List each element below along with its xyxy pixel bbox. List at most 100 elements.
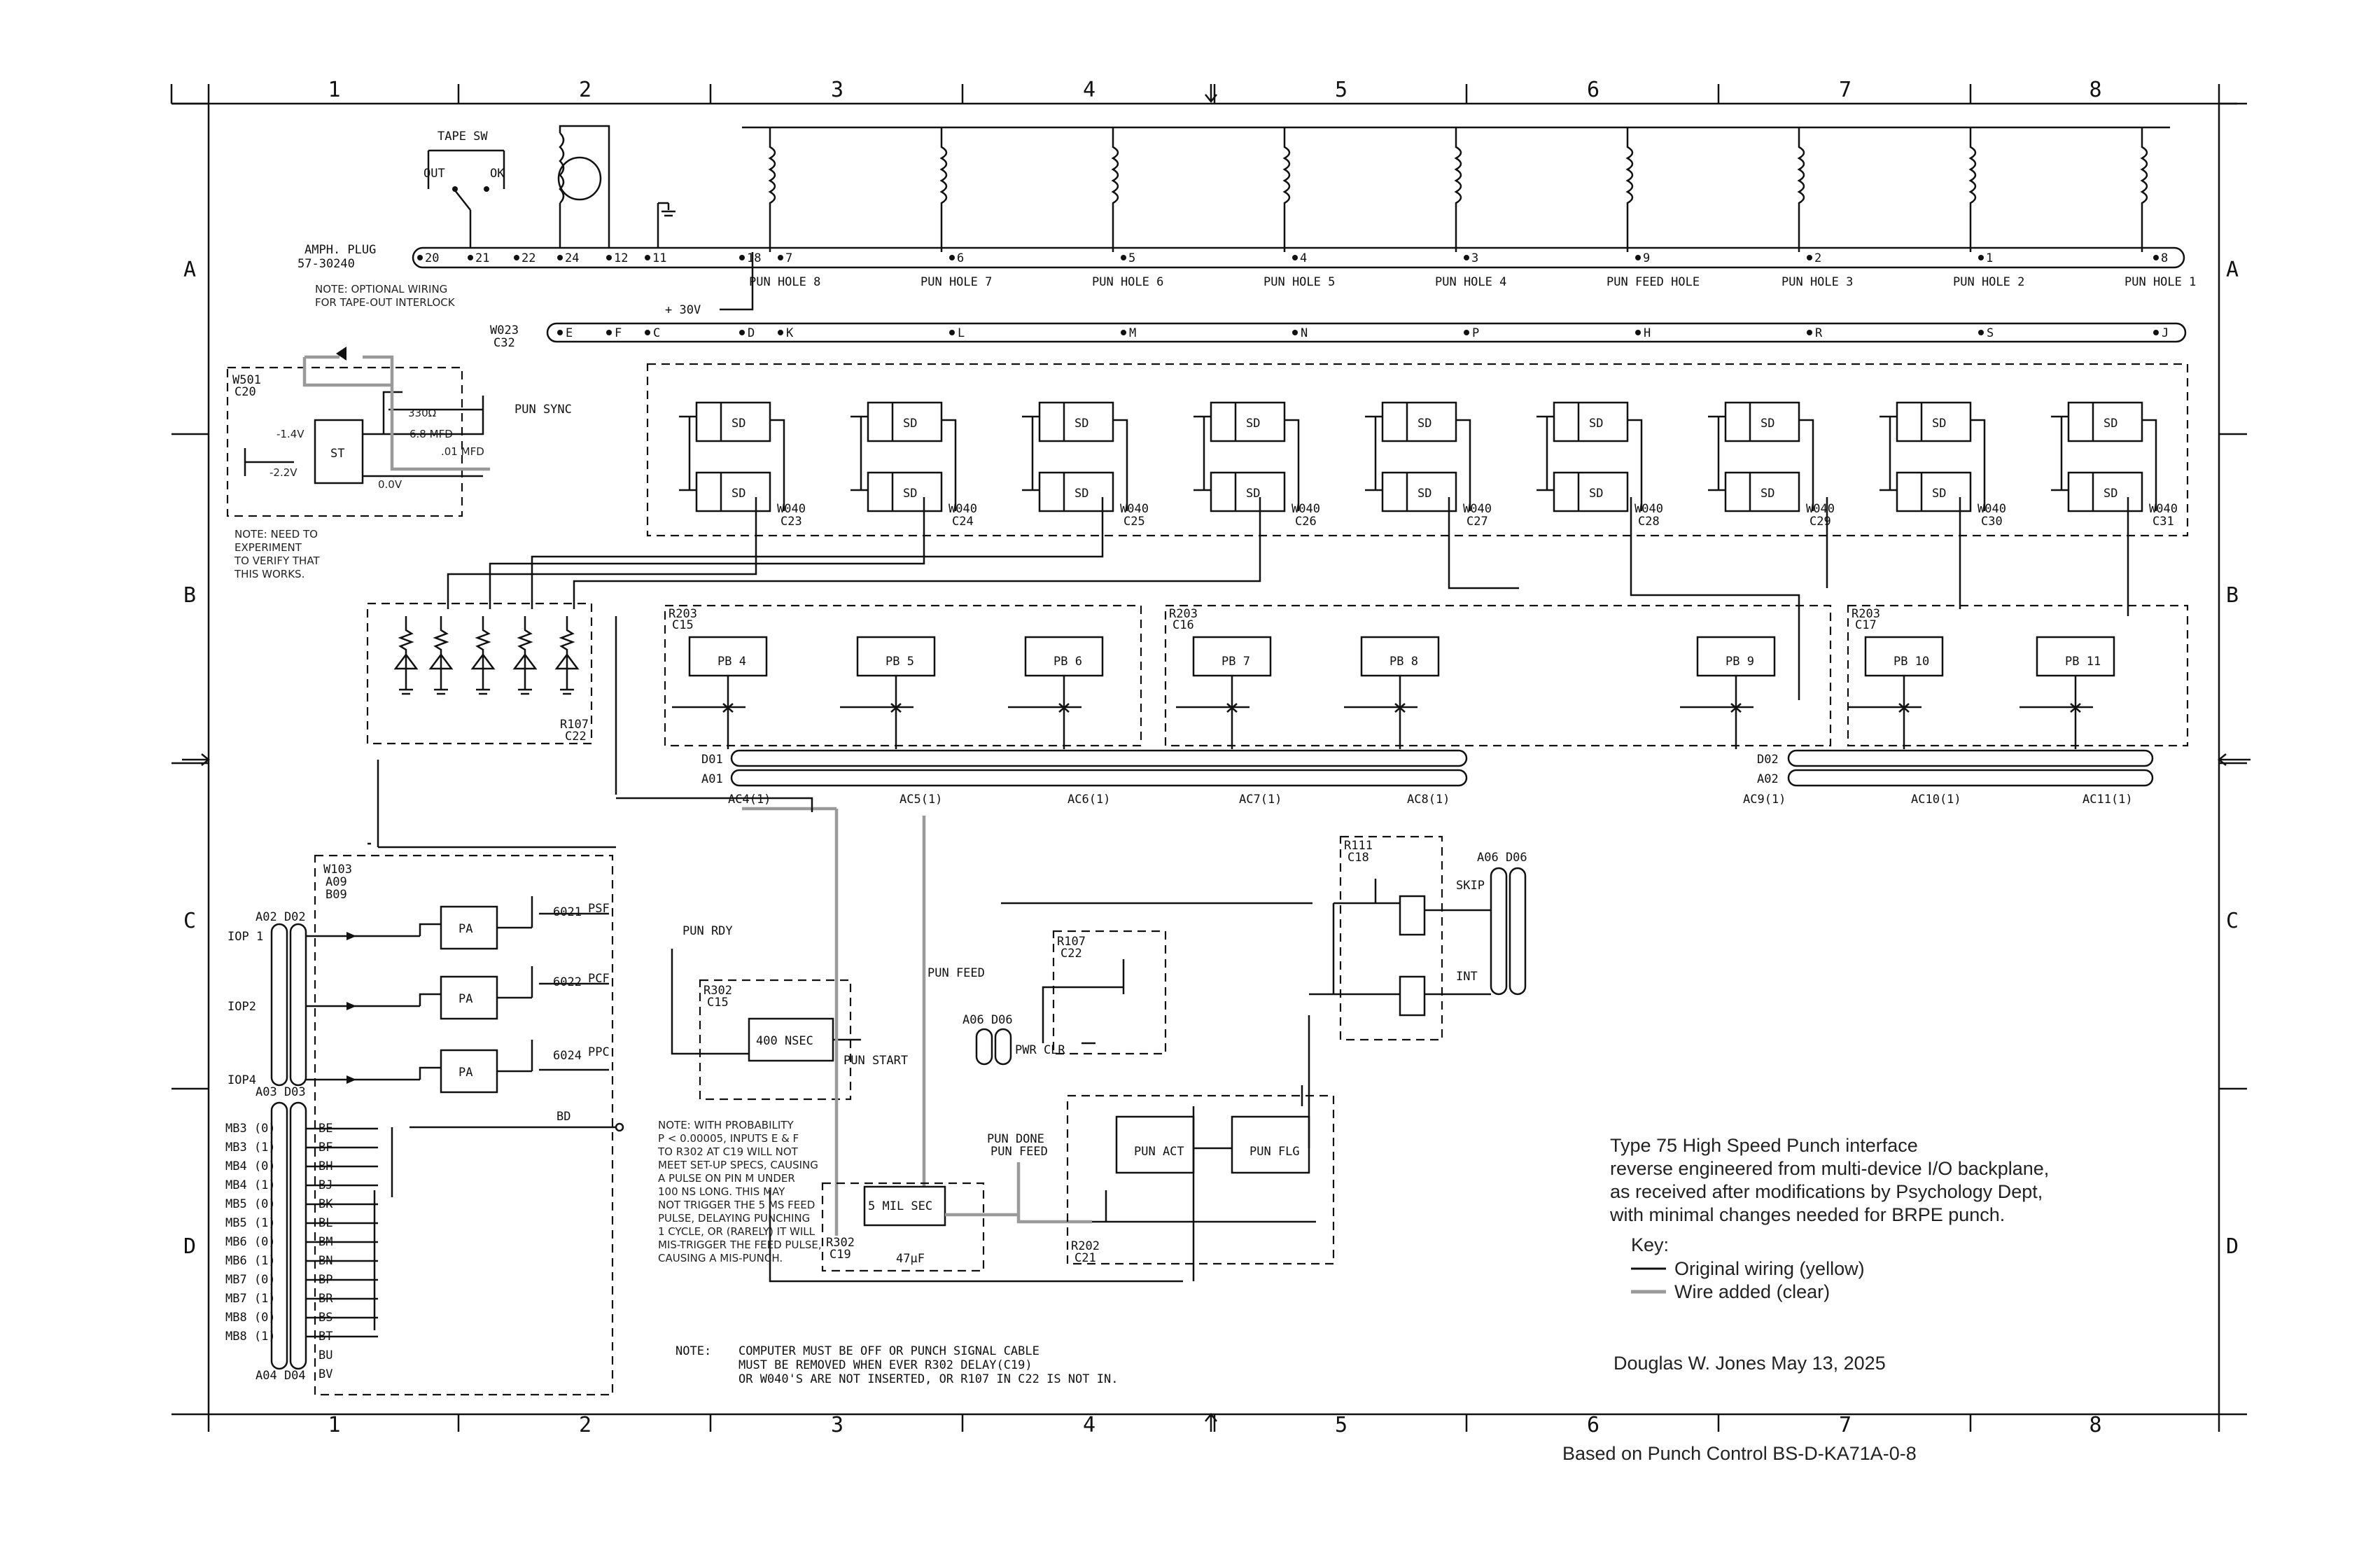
plus-30v-label: + 30V — [665, 303, 701, 317]
ac-label-4: AC8(1) — [1407, 793, 1450, 807]
lower-pin-E: E — [566, 326, 573, 340]
lower-pin-J: J — [2162, 326, 2169, 340]
mb-row-9: MB7 (1) — [225, 1292, 276, 1306]
w040-name: W040 — [1977, 502, 2006, 516]
svg-text:MUST BE REMOVED WHEN EVER R302: MUST BE REMOVED WHEN EVER R302 DELAY(C19… — [738, 1358, 1032, 1372]
r203-c15-region — [664, 604, 1142, 747]
cap-label: 47μF — [896, 1252, 925, 1266]
w040-slot: C31 — [2152, 515, 2174, 529]
zone-row-left-A: A — [183, 258, 196, 282]
plug-pin-24: 24 — [565, 251, 579, 265]
prob-note-line-5: 100 NS LONG. THIS MAY — [658, 1185, 785, 1198]
ac-label-6: AC10(1) — [1911, 793, 1961, 807]
plug-pin-21: 21 — [475, 251, 489, 265]
pb-label: PB 4 — [718, 655, 746, 669]
pun-feed-label: PUN FEED — [927, 966, 985, 980]
r107-c22-block: R107 C22 — [366, 602, 593, 745]
w040-name: W040 — [1634, 502, 1663, 516]
prob-note-line-8: 1 CYCLE, OR (RARELY) IT WILL — [658, 1225, 816, 1238]
mb-row-5: MB5 (1) — [225, 1216, 276, 1230]
zone-row-left-C: C — [183, 909, 196, 933]
hole-label-1: PUN HOLE 7 — [920, 275, 992, 289]
pa-label: PA — [458, 922, 472, 936]
w040-slot: C24 — [952, 515, 974, 529]
gate-icon — [2070, 703, 2081, 713]
zone-col-top-1: 1 — [328, 78, 341, 102]
punch-coil-1 — [939, 127, 948, 252]
zone-col-top-6: 6 — [1587, 78, 1600, 102]
w103-a: A09 — [326, 875, 347, 889]
a06-label: A06 D06 — [962, 1013, 1013, 1027]
nsec-label: 400 NSEC — [756, 1034, 813, 1048]
bd-label: BD — [556, 1110, 570, 1124]
ground-icon — [560, 669, 574, 695]
edge-arrows — [182, 84, 2250, 1432]
punch-coil-3 — [1282, 127, 1291, 252]
svg-text:EXPERIMENT: EXPERIMENT — [234, 541, 302, 554]
plug-pin-2: 2 — [1814, 251, 1821, 265]
punch-coils — [742, 126, 2170, 252]
st-label: ST — [330, 447, 344, 461]
ac-label-5: AC9(1) — [1743, 793, 1786, 807]
diode-icon — [346, 1075, 356, 1084]
mb-pin-BM: BM — [318, 1235, 332, 1249]
hole-label-0: PUN HOLE 8 — [749, 275, 820, 289]
added-wire-w501 — [302, 355, 490, 471]
r111-c18-block: R111 C18 SKIP INT A06 D06 — [1001, 835, 1527, 1041]
d01-label: D01 — [701, 753, 723, 767]
w023-cable: W023 C32 + 30V — [490, 252, 2187, 350]
zone-ticks — [172, 84, 2247, 1432]
ac-label-2: AC6(1) — [1068, 793, 1110, 807]
plug-pin-1: 1 — [1986, 251, 1993, 265]
sd-box-upper — [1381, 401, 1457, 442]
ac-bus: D01 A01 D02 A02 AC4(1)AC5(1)AC6(1)AC7(1)… — [701, 749, 2154, 807]
pb-label: PB 11 — [2065, 655, 2101, 669]
lower-pin-C: C — [653, 326, 660, 340]
hole-label-5: PUN FEED HOLE — [1606, 275, 1700, 289]
sd-box-upper — [2067, 401, 2143, 442]
pb-label: PB 9 — [1726, 655, 1754, 669]
mb-pin-BR: BR — [318, 1292, 333, 1306]
pun-act-label: PUN ACT — [1134, 1145, 1184, 1159]
pun-sync-label: PUN SYNC — [514, 403, 572, 417]
w040-name: W040 — [1806, 502, 1835, 516]
svg-text:COMPUTER MUST BE OFF OR PUNCH: COMPUTER MUST BE OFF OR PUNCH SIGNAL CAB… — [738, 1344, 1040, 1358]
lower-pin-S: S — [1987, 326, 1994, 340]
w103-b: B09 — [326, 888, 347, 902]
pb-label: PB 5 — [886, 655, 914, 669]
sd-label: SD — [1589, 487, 1603, 501]
pb-box — [2036, 636, 2115, 677]
potentiometer-icon — [554, 616, 580, 670]
r107-c22b-block: R107 C22 A06 D06 PWR CLR — [962, 930, 1167, 1066]
w501-note: NOTE: NEED TO EXPERIMENT TO VERIFY THAT … — [234, 528, 320, 580]
ground-icon — [399, 669, 413, 695]
mb-row-11: MB8 (1) — [225, 1330, 276, 1344]
conn-top-label: A02 D02 — [255, 910, 306, 924]
punch-coil-2 — [1111, 127, 1119, 252]
w501-v1: -1.4V — [276, 428, 304, 440]
r107-name: R107 — [560, 718, 589, 732]
ground-icon — [518, 669, 532, 695]
iop-label: IOP 1 — [227, 930, 263, 944]
prob-note-line-0: NOTE: WITH PROBABILITY — [658, 1119, 794, 1131]
zone-row-right-A: A — [2226, 258, 2239, 282]
pb-module-6: PB 10 — [1848, 636, 1944, 749]
gate-icon — [1730, 703, 1742, 713]
pb-module-7: PB 11 — [2019, 636, 2115, 749]
diode-icon — [346, 1002, 356, 1010]
mb-pin-BP: BP — [318, 1273, 332, 1287]
w501-v2: -2.2V — [270, 466, 298, 479]
zone-col-bottom-7: 7 — [1839, 1413, 1851, 1437]
plug-pin-20: 20 — [425, 251, 439, 265]
w501-resistor: 330Ω — [408, 407, 436, 419]
mb-row-6: MB6 (0) — [225, 1235, 276, 1249]
bottom-note: NOTE: COMPUTER MUST BE OFF OR PUNCH SIGN… — [676, 1344, 1118, 1386]
mb-row-0: MB3 (0) — [225, 1122, 276, 1136]
iop-label: IOP4 — [227, 1073, 256, 1087]
sd-label: SD — [1418, 487, 1432, 501]
